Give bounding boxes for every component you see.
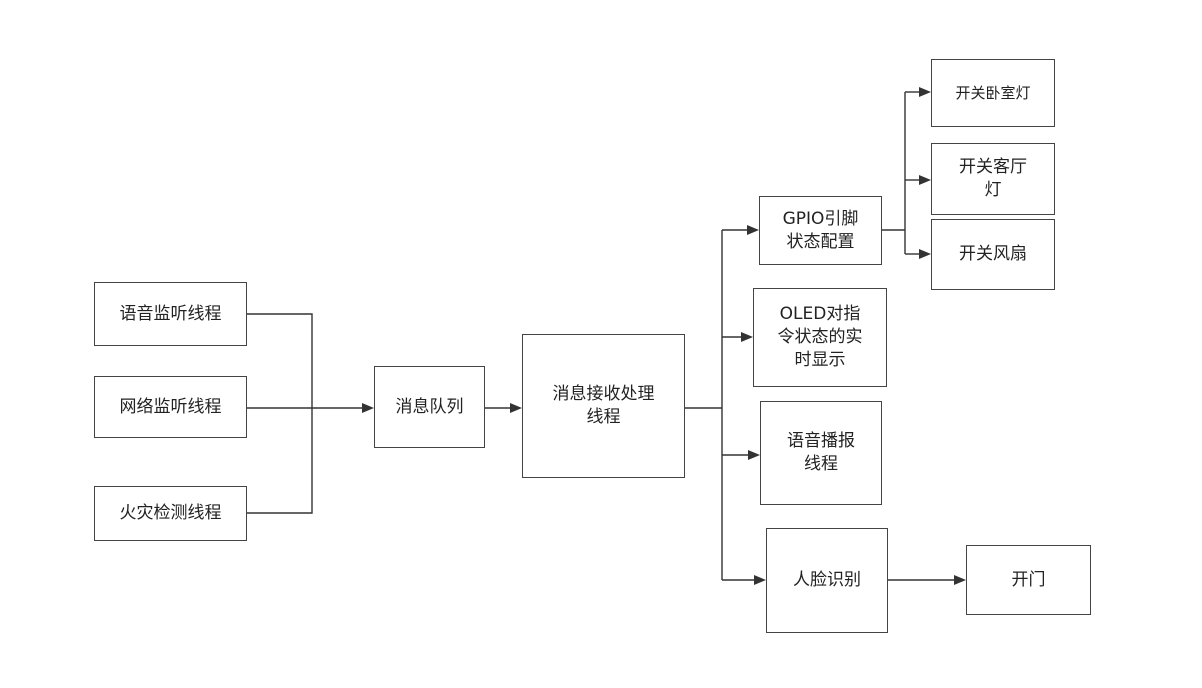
arrowhead-queue (362, 403, 374, 413)
arrowhead-living (919, 175, 931, 185)
edge-voice-listen (246, 313, 313, 408)
message-processor-label: 消息接收处理 线程 (552, 384, 655, 427)
network-listen-thread-box: 网络监听线程 (94, 376, 247, 438)
fan-switch-box: 开关风扇 (931, 219, 1055, 290)
gpio-config-label: GPIO引脚 状态配置 (782, 208, 859, 252)
arrowhead-oled (741, 332, 753, 342)
fire-detect-thread-box: 火灾检测线程 (94, 486, 247, 541)
face-recognition-box: 人脸识别 (766, 528, 888, 633)
arrowhead-door (954, 575, 966, 585)
arrowhead-face (754, 575, 766, 585)
arrowhead-gpio (747, 225, 759, 235)
living-room-light-label: 开关客厅 灯 (959, 157, 1027, 200)
bedroom-light-box: 开关卧室灯 (931, 59, 1055, 127)
edge-fire-detect (246, 408, 313, 514)
voice-broadcast-box: 语音播报 线程 (760, 401, 882, 505)
face-recognition-label: 人脸识别 (793, 570, 861, 591)
open-door-label: 开门 (1011, 569, 1046, 590)
open-door-box: 开门 (966, 545, 1091, 615)
gpio-config-box: GPIO引脚 状态配置 (759, 196, 882, 265)
voice-listen-thread-label: 语音监听线程 (119, 303, 222, 324)
voice-broadcast-label: 语音播报 线程 (787, 431, 855, 474)
message-queue-label: 消息队列 (395, 396, 464, 417)
arrowhead-fan (919, 249, 931, 259)
message-queue-box: 消息队列 (374, 366, 485, 448)
oled-display-box: OLED对指 令状态的实 时显示 (753, 288, 887, 387)
oled-display-label: OLED对指 令状态的实 时显示 (777, 304, 863, 370)
arrowhead-broadcast (748, 450, 760, 460)
arrowhead-processor (510, 403, 522, 413)
bedroom-light-label: 开关卧室灯 (955, 83, 1031, 102)
network-listen-thread-label: 网络监听线程 (119, 396, 222, 417)
message-processor-box: 消息接收处理 线程 (522, 334, 685, 478)
arrowhead-bedroom (919, 87, 931, 97)
fan-switch-label: 开关风扇 (959, 244, 1027, 265)
fire-detect-thread-label: 火灾检测线程 (119, 503, 222, 524)
living-room-light-box: 开关客厅 灯 (931, 143, 1055, 215)
voice-listen-thread-box: 语音监听线程 (94, 282, 247, 346)
